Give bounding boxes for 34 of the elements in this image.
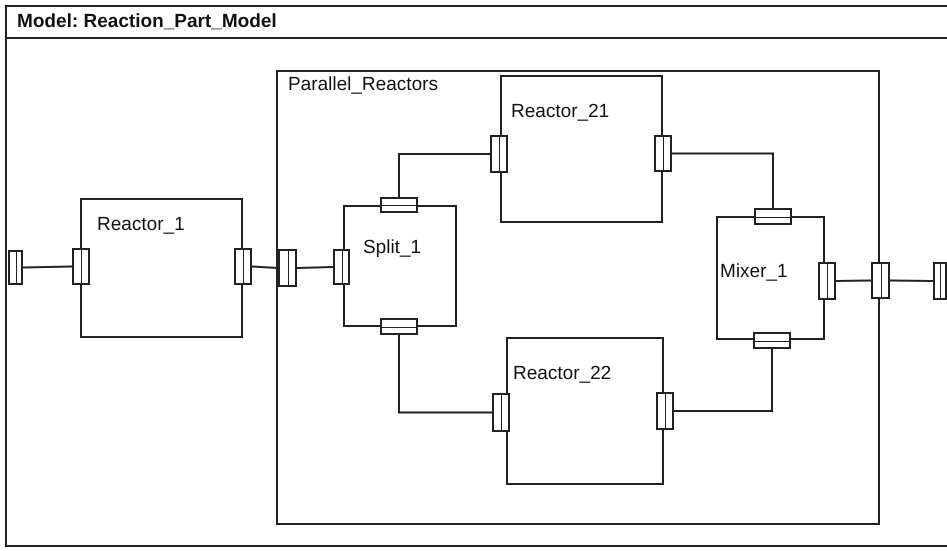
block-label: Split_1 — [363, 237, 422, 259]
connector-line — [252, 266, 278, 269]
port-box — [380, 318, 418, 335]
port-box — [380, 197, 418, 213]
block-label: Mixer_1 — [720, 261, 788, 283]
connector-line — [836, 280, 872, 282]
block-label: Parallel_Reactors — [288, 74, 438, 96]
port-box — [933, 262, 947, 300]
port-box — [234, 248, 252, 285]
connector-line — [672, 152, 774, 208]
connector-line — [22, 266, 72, 268]
connector-line — [296, 266, 334, 269]
block-label: Reactor_1 — [97, 214, 185, 236]
model-frame — [5, 5, 947, 547]
connector-line — [890, 280, 934, 282]
port-box — [818, 262, 836, 300]
port-box — [656, 392, 674, 430]
connector-line — [674, 349, 773, 412]
port-box — [754, 208, 792, 225]
port-box — [753, 332, 791, 349]
block-label: Reactor_21 — [511, 101, 610, 123]
port-box — [333, 249, 350, 285]
connector-line — [398, 153, 490, 197]
port-box — [654, 135, 672, 172]
port-box — [278, 249, 297, 287]
port-box — [871, 262, 890, 299]
port-box — [8, 250, 23, 285]
block-label: Reactor_22 — [513, 363, 612, 385]
port-box — [72, 248, 90, 285]
connector-line — [398, 335, 492, 414]
port-box — [490, 135, 508, 173]
model-title: Model: Reaction_Part_Model — [17, 11, 277, 33]
subsystem-frame — [276, 70, 880, 525]
port-box — [492, 393, 510, 432]
